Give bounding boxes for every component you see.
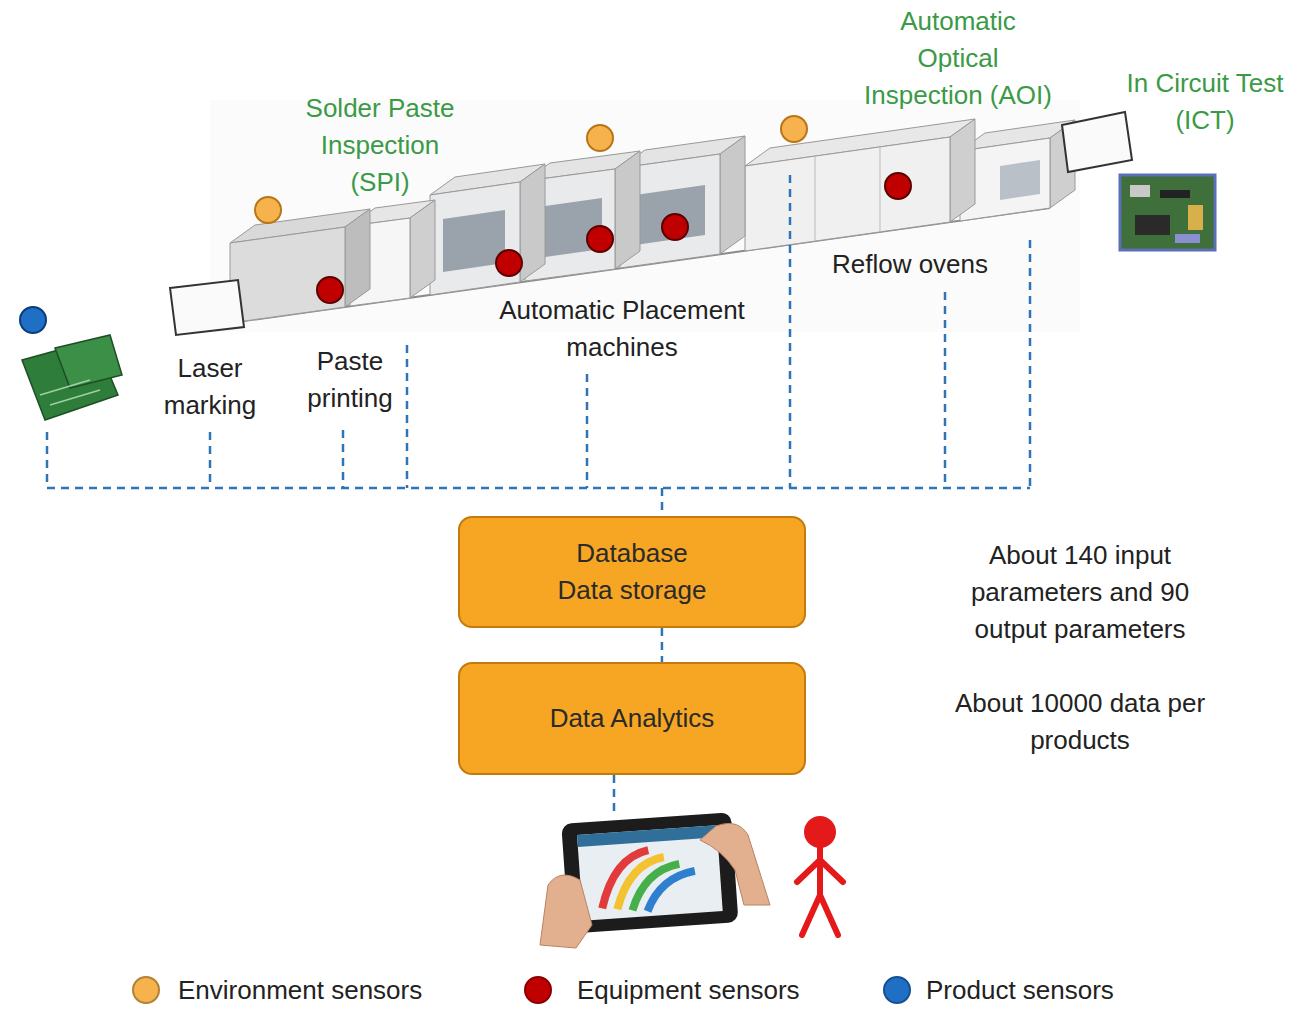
bus-line: [47, 487, 1030, 490]
pcb-component: [1175, 234, 1200, 243]
placement-machine: [430, 182, 520, 295]
label-anchor: Automatic Placement machines: [491, 292, 753, 366]
label-anchor: Solder Paste Inspection (SPI): [295, 90, 465, 201]
data-note: About 140 input parameters and 90 output…: [960, 537, 1200, 648]
equipment-sensor-dot: [496, 250, 522, 276]
bus-drop: [586, 374, 589, 488]
legend-swatch: [132, 976, 160, 1004]
pcb-trace: [50, 390, 100, 405]
pcb-component: [1130, 185, 1150, 197]
bus-to-database: [661, 488, 664, 516]
ict-panel: [1062, 112, 1132, 172]
label-anchor: Automatic Optical Inspection (AOI): [860, 3, 1056, 114]
pcb-component: [1188, 205, 1203, 230]
figure-legs: [802, 895, 838, 935]
user-figure: [797, 819, 843, 935]
bus-drop: [342, 430, 345, 488]
bus-drop: [406, 345, 409, 488]
equipment-sensor-dot: [885, 173, 911, 199]
machine-window: [635, 185, 705, 245]
dashed-connector: [661, 628, 664, 662]
equipment-sensor-dot: [587, 226, 613, 252]
data-bus: [47, 175, 1030, 812]
screen-swirl: [629, 864, 682, 910]
screen-swirl: [598, 850, 652, 908]
pcb-component: [1135, 215, 1170, 235]
machine-label: Laser marking: [160, 350, 260, 424]
bus-drop: [1029, 240, 1032, 488]
figure-arms: [797, 860, 843, 882]
environment-sensor-dot: [255, 197, 281, 223]
box-text: Database Data storage: [552, 535, 712, 609]
machine-side: [720, 136, 745, 254]
machine-side: [345, 209, 370, 307]
right-hand: [700, 823, 770, 905]
machine-label: Paste printing: [300, 343, 400, 417]
label-anchor: Laser marking: [160, 350, 260, 424]
label-anchor: Paste printing: [300, 343, 400, 417]
oven-seam: [815, 156, 816, 241]
label-anchor: In Circuit Test (ICT): [1120, 65, 1290, 139]
environment-sensor-dot: [781, 116, 807, 142]
machine-side: [950, 119, 975, 222]
screen-swirl: [614, 857, 667, 909]
data-note: About 10000 data per products: [944, 685, 1216, 759]
reflow-oven: [745, 137, 950, 251]
machine-label: Reflow ovens: [810, 246, 1010, 283]
pcb-component: [1160, 190, 1190, 198]
oven-seam: [880, 147, 881, 232]
bus-drop: [789, 175, 792, 488]
bus-drop: [944, 292, 947, 488]
equipment-sensor-dot: [662, 214, 688, 240]
station-label: Automatic Optical Inspection (AOI): [860, 3, 1056, 114]
analytics-to-tablet: [613, 775, 616, 812]
figure-head: [807, 819, 833, 845]
legend-text: Environment sensors: [178, 972, 422, 1008]
screen-bar: [577, 825, 717, 847]
pcb-assembled: [1120, 175, 1215, 250]
bus-drop: [46, 432, 49, 488]
machine-side: [615, 151, 640, 269]
legend-text: Equipment sensors: [577, 972, 800, 1008]
equipment-sensor-dot: [317, 277, 343, 303]
machine-side: [410, 200, 435, 298]
paste-printer: [230, 227, 345, 323]
label-anchor: About 10000 data per products: [944, 685, 1216, 759]
legend-text: Product sensors: [926, 972, 1114, 1008]
machine-side: [520, 164, 545, 282]
database-box: Database Data storage: [458, 516, 806, 628]
machine-label: Automatic Placement machines: [491, 292, 753, 366]
figure-body: [817, 846, 823, 895]
machine-window: [1000, 160, 1040, 200]
analytics-box: Data Analytics: [458, 662, 806, 775]
product-sensor-dot: [20, 307, 46, 333]
environment-sensor-dot: [587, 125, 613, 151]
box-text: Data Analytics: [550, 700, 715, 737]
label-anchor: Reflow ovens: [810, 246, 1010, 283]
screen-swirl: [645, 871, 697, 911]
bus-drop: [209, 432, 212, 488]
label-anchor: About 140 input parameters and 90 output…: [960, 537, 1200, 648]
left-hand: [540, 875, 592, 948]
station-label: In Circuit Test (ICT): [1120, 65, 1290, 139]
pcb-trace: [40, 380, 90, 395]
station-label: Solder Paste Inspection (SPI): [295, 90, 465, 201]
legend-swatch: [524, 976, 552, 1004]
legend-swatch: [883, 976, 911, 1004]
laser-marker-panel: [170, 280, 244, 335]
